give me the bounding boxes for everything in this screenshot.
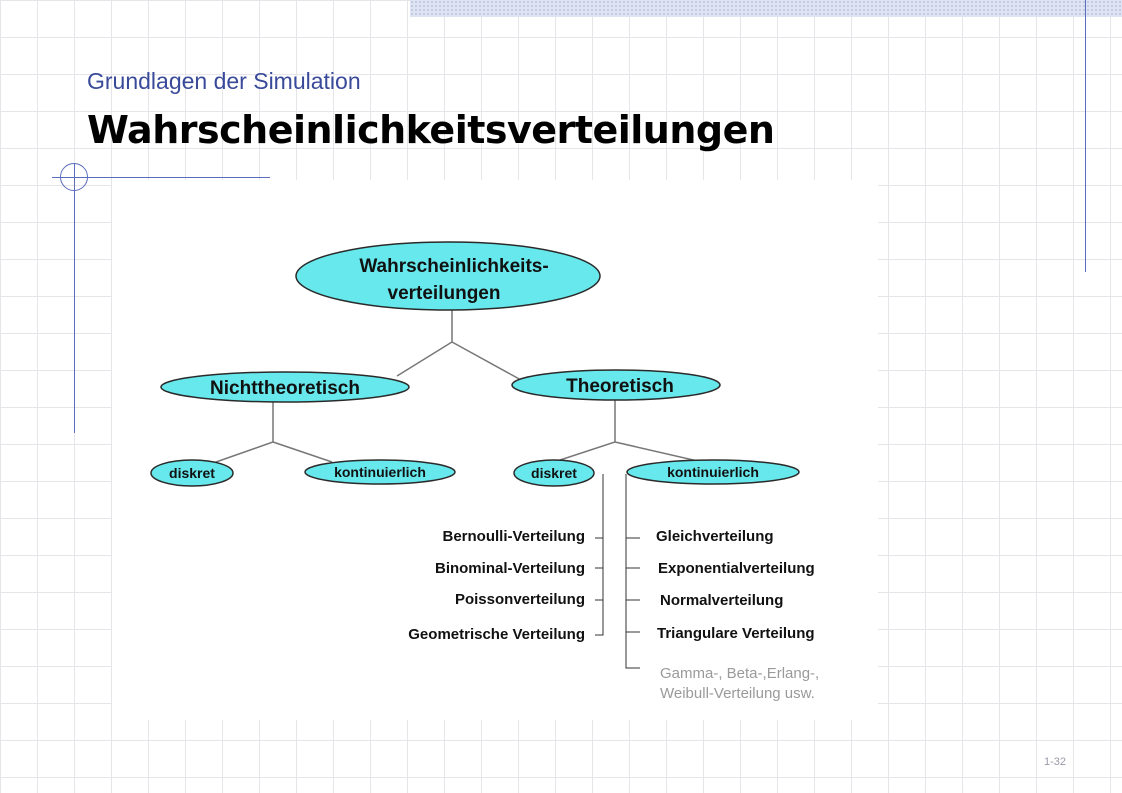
kontinuierlich-list: Gleichverteilung Exponentialverteilung N… bbox=[656, 528, 815, 642]
nichttheoretisch-diskret-label: diskret bbox=[169, 465, 215, 481]
diskret-list: Bernoulli-Verteilung Binominal-Verteilun… bbox=[408, 528, 585, 643]
page-number: 1-32 bbox=[1044, 756, 1067, 768]
diskret-item-1: Bernoulli-Verteilung bbox=[442, 528, 585, 545]
kontinuierlich-item-2: Exponentialverteilung bbox=[658, 560, 815, 577]
right-vertical-rule bbox=[1085, 0, 1086, 272]
theoretisch-kontinuierlich-node: kontinuierlich bbox=[626, 459, 800, 485]
root-node: Wahrscheinlichkeits- verteilungen bbox=[295, 241, 601, 311]
theoretisch-label: Theoretisch bbox=[566, 376, 674, 397]
slide-title: Wahrscheinlichkeitsverteilungen bbox=[87, 108, 775, 152]
distribution-tree-diagram: Wahrscheinlichkeits- verteilungen Nichtt… bbox=[150, 241, 819, 702]
nichttheoretisch-node: Nichttheoretisch bbox=[160, 371, 410, 403]
slide-subtitle: Grundlagen der Simulation bbox=[87, 68, 361, 94]
diskret-item-3: Poissonverteilung bbox=[455, 591, 585, 608]
other-distributions-line2: Weibull-Verteilung usw. bbox=[660, 685, 815, 702]
kontinuierlich-item-3: Normalverteilung bbox=[660, 592, 783, 609]
nichttheoretisch-kontinuierlich-node: kontinuierlich bbox=[304, 459, 456, 485]
diagram-panel: Wahrscheinlichkeits- verteilungen Nichtt… bbox=[112, 180, 878, 720]
crosshair-circle bbox=[60, 163, 88, 191]
nichttheoretisch-connector bbox=[215, 402, 333, 463]
other-distributions-note: Gamma-, Beta-,Erlang-, Weibull-Verteilun… bbox=[660, 665, 819, 702]
theoretisch-diskret-label: diskret bbox=[531, 465, 577, 481]
connector-lines bbox=[215, 310, 703, 463]
nichttheoretisch-kontinuierlich-label: kontinuierlich bbox=[334, 464, 426, 480]
other-distributions-line1: Gamma-, Beta-,Erlang-, bbox=[660, 665, 819, 682]
diskret-bracket bbox=[595, 474, 604, 636]
list-brackets bbox=[595, 474, 640, 669]
kontinuierlich-item-4: Triangulare Verteilung bbox=[657, 625, 815, 642]
root-node-line2: verteilungen bbox=[388, 283, 501, 304]
kontinuierlich-item-1: Gleichverteilung bbox=[656, 528, 774, 545]
title-underline-rule bbox=[52, 177, 270, 178]
theoretisch-diskret-node: diskret bbox=[513, 459, 595, 487]
theoretisch-node: Theoretisch bbox=[511, 369, 721, 401]
diskret-item-2: Binominal-Verteilung bbox=[435, 560, 585, 577]
root-node-line1: Wahrscheinlichkeits- bbox=[359, 256, 548, 277]
nichttheoretisch-label: Nichttheoretisch bbox=[210, 378, 360, 399]
kontinuierlich-bracket bbox=[625, 474, 640, 669]
left-vertical-rule bbox=[74, 163, 75, 433]
theoretisch-connector bbox=[553, 400, 703, 463]
root-connector bbox=[396, 310, 533, 387]
theoretisch-kontinuierlich-label: kontinuierlich bbox=[667, 464, 759, 480]
nichttheoretisch-diskret-node: diskret bbox=[150, 459, 234, 487]
diskret-item-4: Geometrische Verteilung bbox=[408, 626, 585, 643]
top-band bbox=[410, 0, 1122, 17]
